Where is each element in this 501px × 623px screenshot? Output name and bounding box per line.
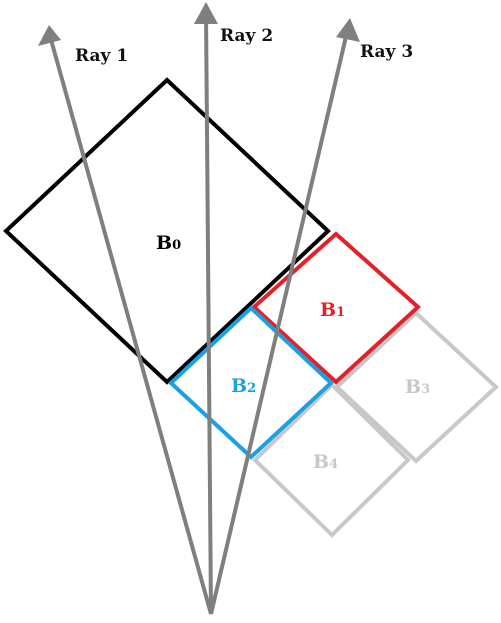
ray-2-arrowhead <box>194 2 218 24</box>
ray-3-arrowhead <box>336 18 360 42</box>
box-b0 <box>3 77 331 385</box>
ray-2-line <box>204 11 213 615</box>
box-b2-label: B2 <box>231 375 256 397</box>
box-b4 <box>252 382 411 538</box>
box-b1-label: B1 <box>320 299 345 321</box>
box-b3-label: B3 <box>405 376 430 398</box>
ray-3-label: Ray 3 <box>360 42 413 62</box>
box-b4-label: B4 <box>313 451 338 473</box>
ray-1-label: Ray 1 <box>75 46 128 66</box>
box-b3 <box>334 310 499 464</box>
rays <box>38 2 360 615</box>
box-b1 <box>251 231 421 385</box>
ray-3-line <box>209 27 350 615</box>
box-b0-label: B0 <box>156 232 181 254</box>
ray-1-arrowhead <box>38 25 61 46</box>
ray-1-line <box>48 35 213 615</box>
box-b2 <box>168 305 334 460</box>
ray-2-label: Ray 2 <box>220 26 273 46</box>
